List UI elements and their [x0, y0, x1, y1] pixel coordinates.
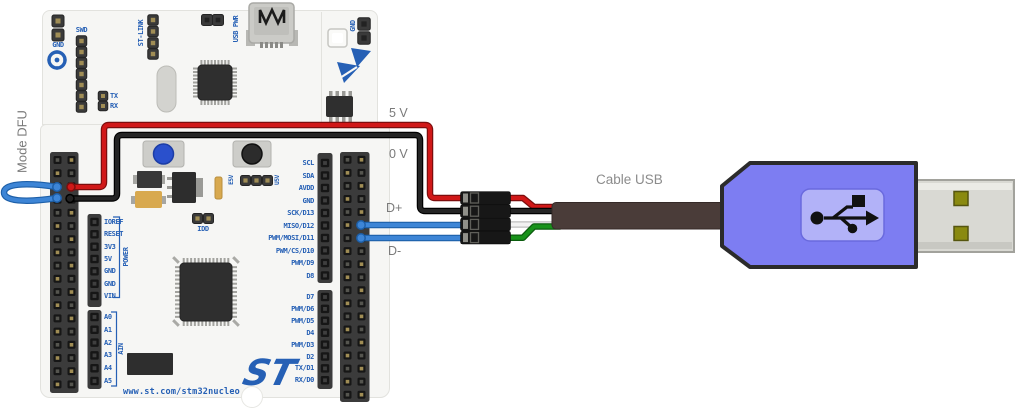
- wire-dminus: [356, 233, 466, 243]
- label-usb-pwr: USB PWR: [232, 15, 240, 43]
- label-e5v: E5V: [228, 175, 235, 185]
- usb-contact: [953, 225, 969, 242]
- board-url: www.st.com/stm32nucleo: [123, 387, 240, 397]
- pin-label-gnd: GND: [104, 267, 116, 276]
- smd-component: [133, 171, 165, 188]
- board-seam: [321, 12, 322, 124]
- usb-metal-plug: [913, 179, 1015, 253]
- pin-label-avdd: AVDD: [298, 184, 315, 192]
- pin-label-a1: A1: [104, 325, 112, 334]
- usb-trident-icon: [810, 195, 879, 234]
- dplus-label: D+: [386, 201, 403, 215]
- pin-label-tx-d1: TX/D1: [294, 364, 314, 373]
- st-swirl-icon: [47, 50, 67, 70]
- pin-label-a3: A3: [104, 351, 112, 360]
- pin-label-sck-d13: SCK/D13: [287, 209, 314, 217]
- wire-dplus: [356, 220, 466, 230]
- pin-label-d2: D2: [306, 352, 314, 361]
- pin-label-ioref: IOREF: [104, 218, 124, 226]
- power-bracket: [113, 216, 121, 299]
- label-st-link: ST-LINK: [137, 19, 145, 47]
- usb-cable: [551, 202, 728, 230]
- pin-label-a2: A2: [104, 338, 112, 347]
- pin-label-3v3: 3V3: [104, 242, 116, 251]
- dminus-label: D-: [388, 244, 402, 258]
- dupont-connector-block: [460, 191, 511, 245]
- pin-label-d7: D7: [306, 293, 314, 301]
- pin-label-gnd: GND: [104, 279, 116, 288]
- label-tx: TX: [110, 92, 118, 100]
- label-u5v: U5V: [274, 175, 281, 185]
- mini-usb-connector: [246, 2, 298, 48]
- capacitor: [131, 191, 166, 208]
- esd-icon: [337, 48, 371, 83]
- pin-label-rx-d0: RX/D0: [294, 376, 314, 385]
- label-gnd-left: GND: [52, 41, 64, 49]
- pin-label-pwm-cs-d10: PWM/CS/D10: [275, 246, 315, 255]
- pin-label-sda: SDA: [302, 171, 315, 180]
- smd-block: [127, 353, 173, 375]
- usb-cable-icon: [258, 6, 286, 27]
- label-idd: IDD: [197, 225, 209, 233]
- mode-dfu-label: Mode DFU: [14, 110, 30, 173]
- cable-usb-label: Cable USB: [596, 172, 663, 187]
- 5v-label: 5 V: [389, 106, 408, 120]
- label-rx: RX: [110, 102, 118, 110]
- user-button: [232, 140, 272, 168]
- pin-label-5v: 5V: [104, 255, 112, 263]
- 0v-label: 0 V: [389, 147, 408, 161]
- eeprom-chip: [326, 91, 353, 122]
- voltage-regulator: [167, 172, 203, 203]
- pin-label-d4: D4: [306, 328, 314, 337]
- board-hole: [241, 386, 263, 408]
- pin-label-a0: A0: [104, 313, 112, 321]
- pin-label-pwm-d3: PWM/D3: [291, 340, 314, 349]
- label-swd: SWD: [75, 26, 88, 34]
- label-gnd-right: GND: [349, 20, 357, 32]
- resistor: [214, 176, 223, 200]
- usb-connector-body: [720, 161, 918, 269]
- ain-bracket: [111, 311, 118, 387]
- pin-label-reset: RESET: [104, 230, 124, 239]
- pin-label-miso-d12: MISO/D12: [283, 221, 314, 230]
- dfu-jumper-loop: [0, 181, 62, 204]
- pin-label-d8: D8: [306, 271, 314, 280]
- reset-button: [142, 140, 185, 168]
- usb-contact: [953, 190, 969, 207]
- pin-label-pwm-d9: PWM/D9: [291, 259, 314, 267]
- pin-label-pwm-d5: PWM/D5: [291, 316, 314, 325]
- pin-label-pwm-mosi-d11: PWM/MOSI/D11: [268, 234, 314, 242]
- crystal-oscillator: [156, 65, 177, 113]
- pin-label-scl: SCL: [302, 159, 315, 167]
- pin-label-vin: VIN: [104, 292, 116, 300]
- chips: [172, 60, 240, 327]
- pin-label-pwm-d6: PWM/D6: [291, 304, 314, 313]
- pin-label-a5: A5: [104, 377, 112, 385]
- wire-5v: [66, 121, 466, 202]
- wire-0v: [65, 131, 466, 215]
- pin-label-a4: A4: [104, 364, 112, 373]
- status-led: [327, 28, 348, 48]
- pin-label-gnd: GND: [302, 196, 315, 205]
